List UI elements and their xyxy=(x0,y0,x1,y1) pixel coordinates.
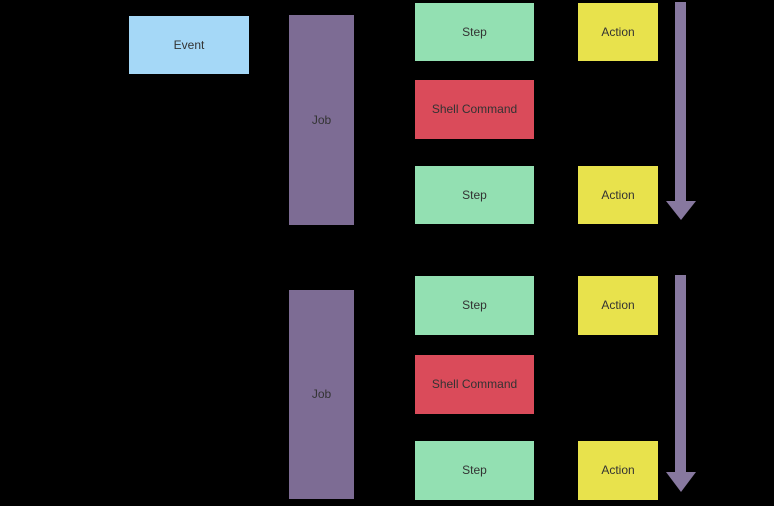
step-node-4: Step xyxy=(415,441,534,500)
action-label: Action xyxy=(601,24,635,39)
shell-command-node-2: Shell Command xyxy=(415,355,534,414)
step-label: Step xyxy=(462,187,487,202)
action-node-4: Action xyxy=(578,441,658,500)
event-node: Event xyxy=(129,16,249,74)
job-node-2: Job xyxy=(289,290,354,499)
arrow-head xyxy=(666,472,696,492)
action-label: Action xyxy=(601,298,635,313)
job-label: Job xyxy=(311,387,332,402)
shell-command-node-1: Shell Command xyxy=(415,80,534,139)
action-node-2: Action xyxy=(578,166,658,224)
job-node-1: Job xyxy=(289,15,354,225)
step-label: Step xyxy=(462,24,487,39)
action-node-1: Action xyxy=(578,3,658,61)
arrow-shaft xyxy=(675,2,686,201)
shell-command-label: Shell Command xyxy=(431,102,518,117)
arrow-head xyxy=(666,201,696,220)
step-node-3: Step xyxy=(415,276,534,335)
job-label: Job xyxy=(311,112,332,127)
arrow-shaft xyxy=(675,275,686,472)
step-label: Step xyxy=(462,298,487,313)
action-node-3: Action xyxy=(578,276,658,335)
shell-command-label: Shell Command xyxy=(431,377,518,392)
action-label: Action xyxy=(601,463,635,478)
step-node-1: Step xyxy=(415,3,534,61)
step-label: Step xyxy=(462,463,487,478)
action-label: Action xyxy=(601,187,635,202)
step-node-2: Step xyxy=(415,166,534,224)
event-label: Event xyxy=(173,37,205,52)
